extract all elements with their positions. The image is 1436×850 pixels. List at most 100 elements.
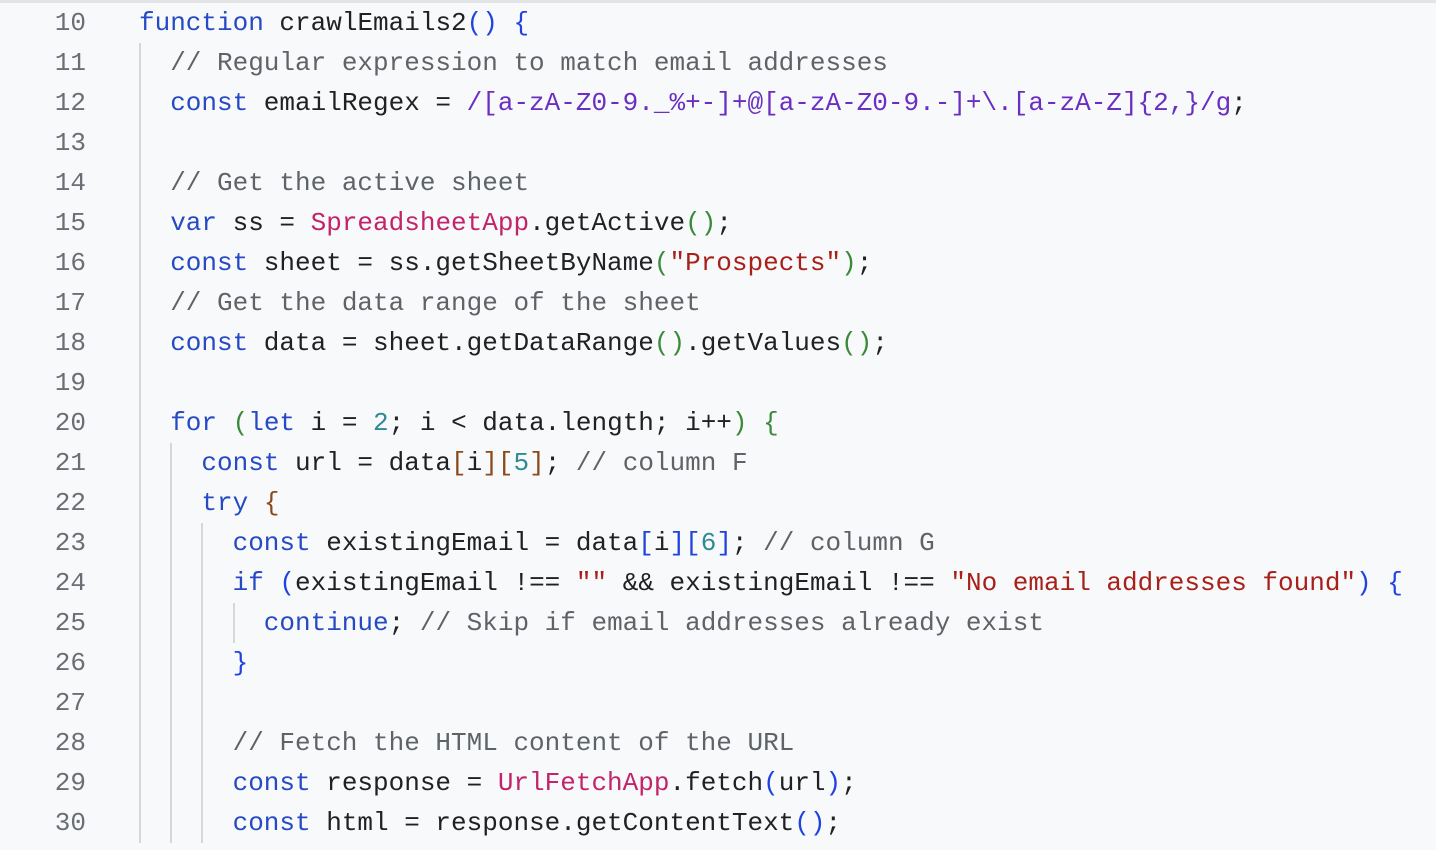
code-line[interactable]: 14// Get the active sheet [0, 163, 1436, 203]
code-line[interactable]: 12 const emailRegex = /[a-zA-Z0-9._%+-]+@… [0, 83, 1436, 123]
string-token: "No email addresses found" [950, 568, 1357, 598]
code-line[interactable]: 24 if (existingEmail !== "" && existingEm… [0, 563, 1436, 603]
line-number: 12 [54, 88, 86, 118]
indent-guide [139, 283, 141, 323]
indent-guide [139, 43, 141, 83]
code-token: ; [841, 768, 857, 798]
code-token: data = sheet.getDataRange [248, 328, 654, 358]
code-token: ; [856, 248, 873, 278]
bracket-token: ] [716, 528, 732, 558]
keyword-token: const [170, 88, 249, 118]
code-token: ; [872, 328, 888, 358]
code-line[interactable]: 27 [0, 683, 1436, 723]
code-token: .fetch [669, 768, 764, 798]
code-line[interactable]: 19 [0, 363, 1436, 403]
code-text: // Fetch the HTML content of the URL [233, 723, 795, 763]
indent-guide [201, 763, 204, 803]
bracket-token: ][ [669, 528, 701, 558]
code-token: html = response.getContentText [310, 808, 795, 838]
code-text: // Regular expression to match email add… [170, 43, 888, 83]
code-line[interactable]: 13 [0, 123, 1436, 163]
indent-guide [170, 683, 173, 723]
code-text: const html = response.getContentText(); [233, 803, 842, 843]
indent-guide [139, 203, 141, 243]
code-text: continue; // Skip if email addresses alr… [264, 603, 1044, 643]
bracket-token: { [513, 8, 530, 38]
line-number: 14 [54, 168, 86, 198]
indent-guide [201, 723, 204, 763]
keyword-token: continue [263, 608, 389, 638]
code-text: if (existingEmail !== "" && existingEmai… [233, 563, 1403, 603]
indent-guide [139, 163, 141, 203]
number-token: 2 [373, 408, 389, 438]
line-number: 24 [54, 568, 86, 598]
line-number: 27 [54, 688, 86, 718]
indent-guide [139, 123, 141, 163]
code-text: function crawlEmails2() { [139, 3, 529, 43]
code-line[interactable]: 28// Fetch the HTML content of the URL [0, 723, 1436, 763]
bracket-token: () [841, 328, 873, 358]
code-token: .getValues [685, 328, 842, 358]
line-number: 23 [54, 528, 86, 558]
bracket-token: [ [638, 528, 654, 558]
bracket-token: ( [763, 768, 779, 798]
comment-token: // Get the data range of the sheet [170, 288, 701, 318]
indent-guide [139, 83, 141, 123]
code-line[interactable]: 11// Regular expression to match email a… [0, 43, 1436, 83]
code-text: try { [201, 483, 279, 523]
indent-guide [170, 483, 173, 523]
keyword-token: let [248, 408, 296, 438]
code-line[interactable]: 25 continue; // Skip if email addresses a… [0, 603, 1436, 643]
indent-guide [139, 403, 141, 443]
line-number: 21 [54, 448, 86, 478]
code-token: ; [1231, 88, 1247, 118]
code-text: // Get the data range of the sheet [170, 283, 701, 323]
indent-guide [139, 523, 141, 563]
code-token: response = [310, 768, 498, 798]
indent-guide [139, 723, 141, 763]
bracket-token: ) [731, 408, 748, 438]
code-token: ; [716, 208, 732, 238]
keyword-token: var [170, 208, 217, 238]
code-text: const response = UrlFetchApp.fetch(url); [233, 763, 857, 803]
code-text: } [233, 643, 249, 683]
keyword-token: const [170, 328, 249, 358]
code-token: emailRegex = [248, 88, 467, 118]
line-number: 10 [54, 8, 86, 38]
regex-token: /[a-zA-Z0-9._%+-]+@[a-zA-Z0-9.-]+\.[a-zA… [466, 88, 1232, 118]
code-token: i [653, 528, 670, 558]
line-number: 25 [54, 608, 86, 638]
indent-guide [201, 523, 204, 563]
code-token: sheet = ss.getSheetByName [248, 248, 654, 278]
code-line[interactable]: 17// Get the data range of the sheet [0, 283, 1436, 323]
indent-guide [201, 803, 204, 843]
bracket-token: () [685, 208, 717, 238]
keyword-token: function [139, 8, 264, 38]
number-token: 6 [700, 528, 717, 558]
code-token: ss = [217, 208, 311, 238]
code-editor[interactable]: 10 function crawlEmails2() {11// Regular … [0, 3, 1436, 843]
comment-token: // column G [763, 528, 935, 558]
keyword-token: try [201, 488, 249, 518]
code-token: ; [825, 808, 842, 838]
code-line[interactable]: 26} [0, 643, 1436, 683]
indent-guide [201, 683, 204, 723]
indent-guide [139, 323, 141, 363]
indent-guide [139, 603, 141, 643]
code-token: existingEmail !== [295, 568, 576, 598]
indent-guide [139, 563, 141, 603]
bracket-token: () [466, 8, 498, 38]
keyword-token: const [232, 528, 311, 558]
indent-guide [201, 563, 204, 603]
bracket-token: ) [825, 768, 842, 798]
code-line[interactable]: 10 function crawlEmails2() { [0, 3, 1436, 43]
